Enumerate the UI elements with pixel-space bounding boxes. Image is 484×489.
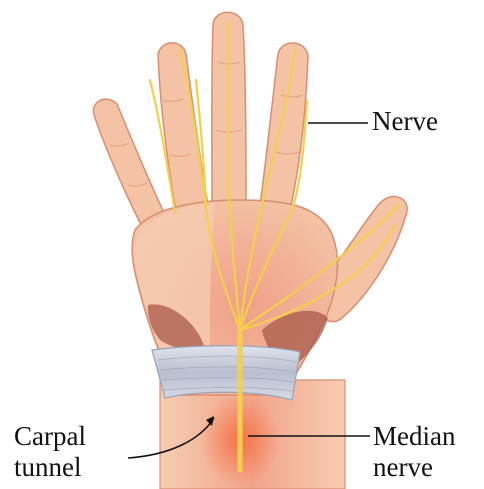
nerve-label: Nerve bbox=[372, 106, 438, 137]
carpal-tunnel-label: Carpal tunnel bbox=[14, 421, 86, 483]
median-nerve-label: Median nerve bbox=[373, 421, 455, 483]
carpal-tunnel-label-line-1: Carpal bbox=[14, 421, 86, 452]
median-nerve-label-line-1: Median bbox=[373, 421, 455, 452]
carpal-tunnel-label-line-2: tunnel bbox=[14, 452, 86, 483]
nerve-label-text: Nerve bbox=[372, 106, 438, 136]
carpal-ligament bbox=[152, 346, 300, 400]
median-nerve-label-line-2: nerve bbox=[373, 452, 455, 483]
